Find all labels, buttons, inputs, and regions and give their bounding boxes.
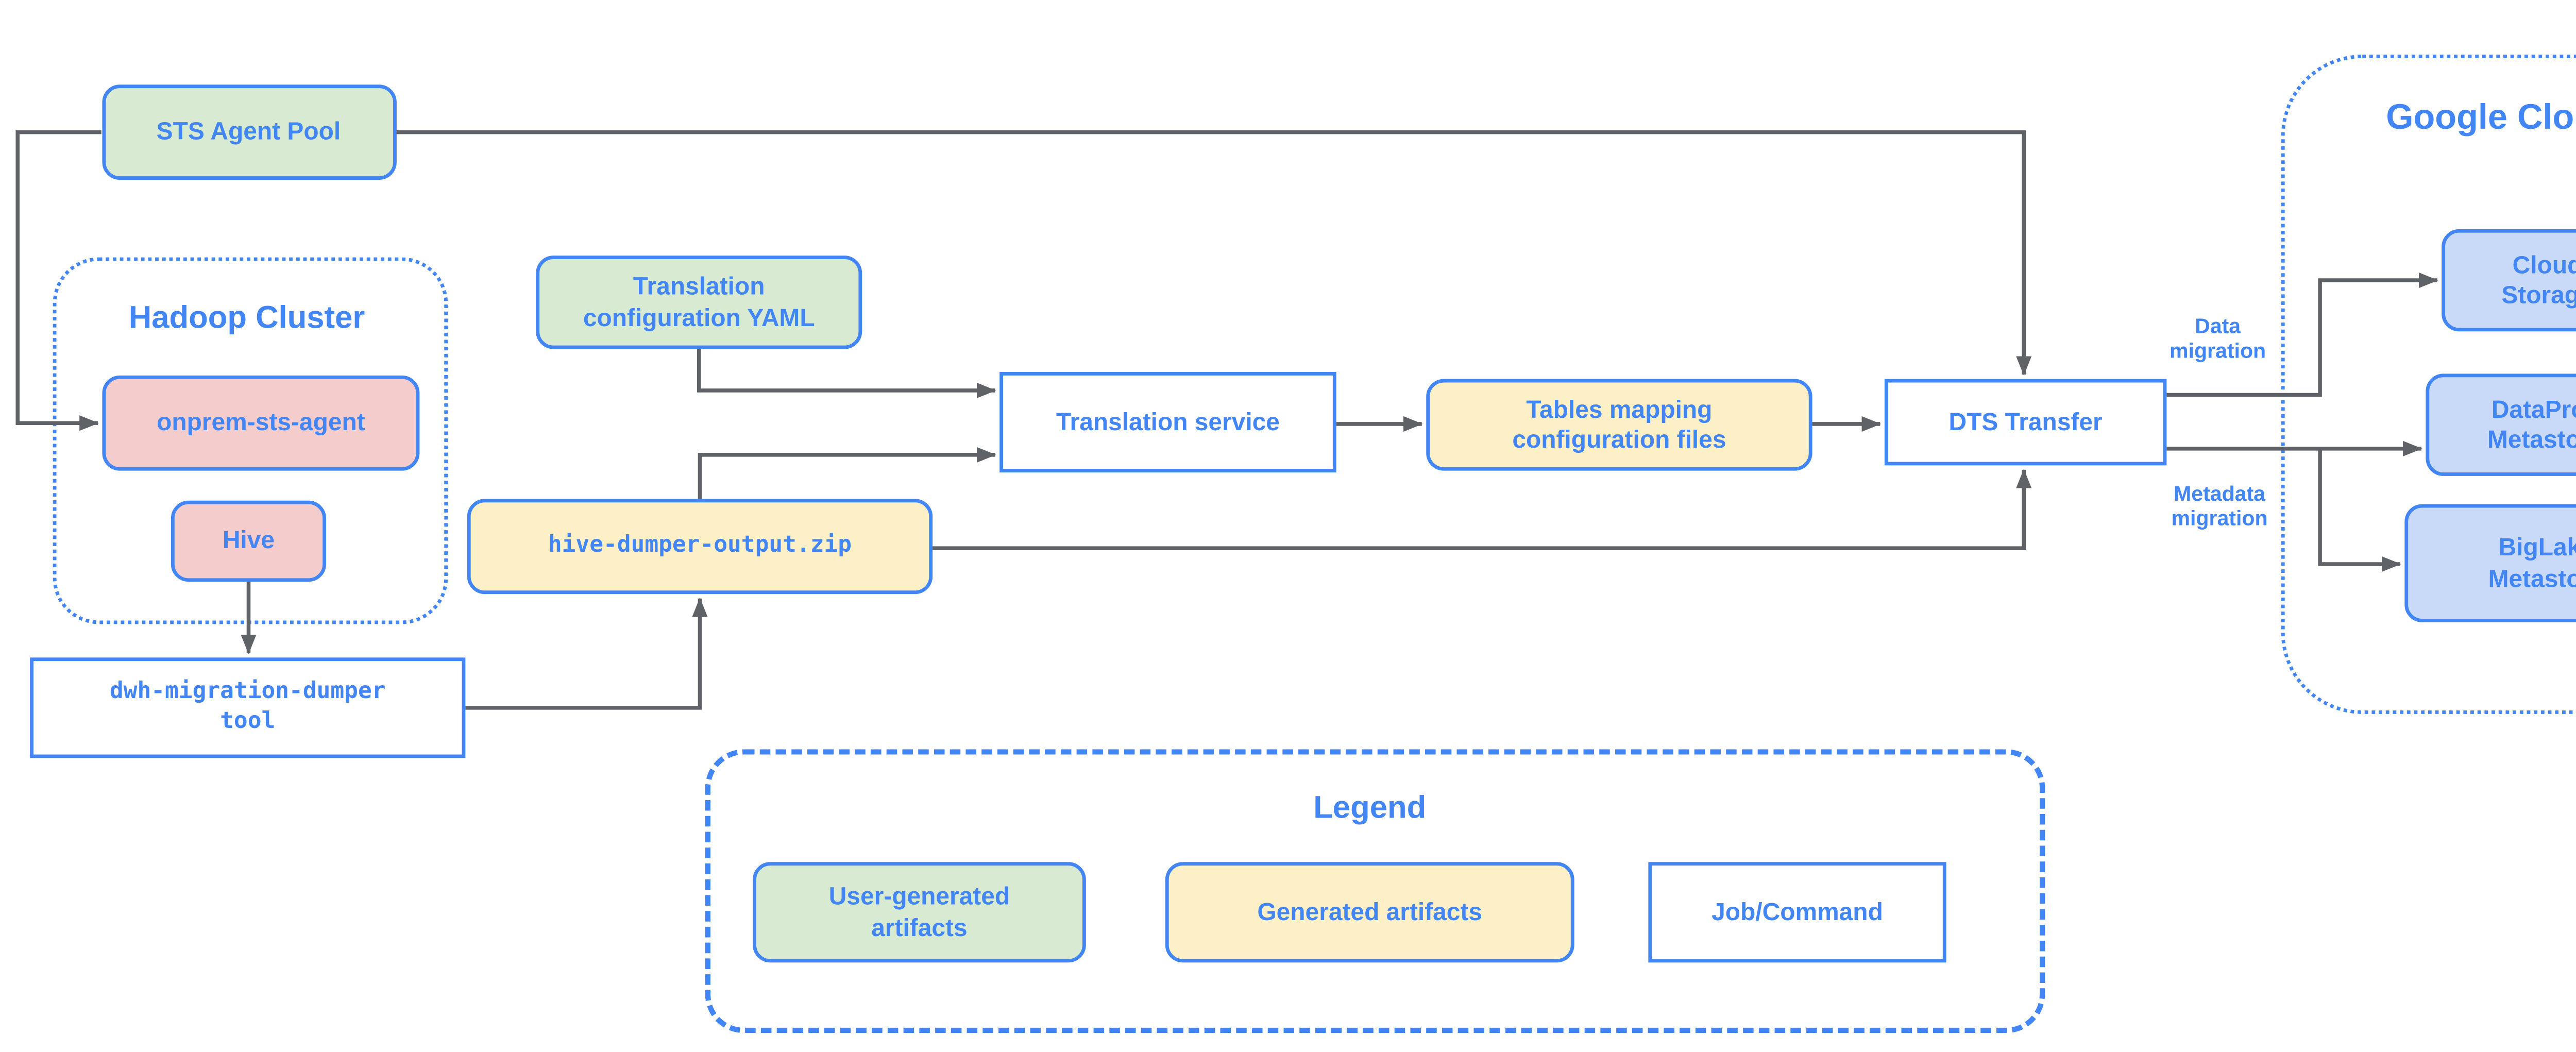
node-translation-service: Translation service bbox=[999, 371, 1336, 473]
google-cloud-title: Google Cloud bbox=[2386, 98, 2576, 138]
legend-user-generated-label: User-generated artifacts bbox=[828, 881, 1010, 941]
hive-label: Hive bbox=[222, 525, 275, 554]
connector-dwh-tool-to-zip bbox=[465, 597, 708, 710]
hadoop-cluster-title: Hadoop Cluster bbox=[128, 299, 365, 335]
connector-sts-to-onprem bbox=[15, 130, 101, 431]
legend-item-job-command: Job/Command bbox=[1648, 862, 1946, 963]
node-translation-configuration-yaml: Translation configuration YAML bbox=[536, 256, 862, 349]
connector-dts-to-biglake-metastore bbox=[2318, 448, 2401, 572]
legend-job-command-label: Job/Command bbox=[1711, 896, 1883, 925]
biglake-metastore-label: BigLake Metastore bbox=[2488, 532, 2576, 592]
onprem-sts-agent-label: onprem-sts-agent bbox=[157, 408, 365, 436]
translation-service-label: Translation service bbox=[1056, 406, 1280, 435]
node-cloud-storage: Cloud Storage bbox=[2442, 229, 2576, 332]
dwh-migration-dumper-tool-label: dwh-migration-dumper tool bbox=[109, 679, 386, 735]
node-dataproc-metastore: DataProc Metastore bbox=[2426, 374, 2576, 476]
connector-dts-to-cloud-storage bbox=[2166, 273, 2438, 397]
node-biglake-metastore: BigLake Metastore bbox=[2404, 504, 2576, 622]
node-sts-agent-pool: STS Agent Pool bbox=[101, 84, 396, 180]
legend-item-generated: Generated artifacts bbox=[1165, 862, 1574, 963]
connector-yaml-to-translation-service bbox=[697, 349, 996, 398]
legend-item-user-generated: User-generated artifacts bbox=[753, 862, 1086, 963]
tables-mapping-configuration-files-label: Tables mapping configuration files bbox=[1512, 394, 1726, 453]
metadata-migration-label: Metadata migration bbox=[2171, 481, 2268, 531]
legend-generated-label: Generated artifacts bbox=[1257, 896, 1483, 925]
google-cloud-container bbox=[2281, 55, 2576, 714]
dataproc-metastore-label: DataProc Metastore bbox=[2487, 394, 2576, 453]
connector-sts-to-dts bbox=[396, 130, 2032, 376]
sts-agent-pool-label: STS Agent Pool bbox=[156, 116, 341, 145]
connector-zip-to-translation-service bbox=[698, 447, 996, 499]
node-hive: Hive bbox=[171, 500, 327, 582]
node-hive-dumper-output-zip: hive-dumper-output.zip bbox=[467, 499, 933, 595]
hive-dumper-output-zip-label: hive-dumper-output.zip bbox=[548, 532, 852, 559]
node-tables-mapping-configuration-files: Tables mapping configuration files bbox=[1426, 379, 1812, 471]
legend-title: Legend bbox=[1313, 789, 1427, 825]
dts-transfer-label: DTS Transfer bbox=[1948, 406, 2103, 435]
node-dwh-migration-dumper-tool: dwh-migration-dumper tool bbox=[30, 657, 466, 758]
node-dts-transfer: DTS Transfer bbox=[1884, 379, 2167, 466]
node-onprem-sts-agent: onprem-sts-agent bbox=[102, 375, 420, 471]
cloud-storage-label: Cloud Storage bbox=[2501, 249, 2576, 309]
translation-configuration-yaml-label: Translation configuration YAML bbox=[583, 271, 815, 331]
legend-container bbox=[705, 749, 2045, 1033]
connector-zip-to-dts bbox=[933, 469, 2032, 550]
data-migration-label: Data migration bbox=[2170, 314, 2266, 364]
